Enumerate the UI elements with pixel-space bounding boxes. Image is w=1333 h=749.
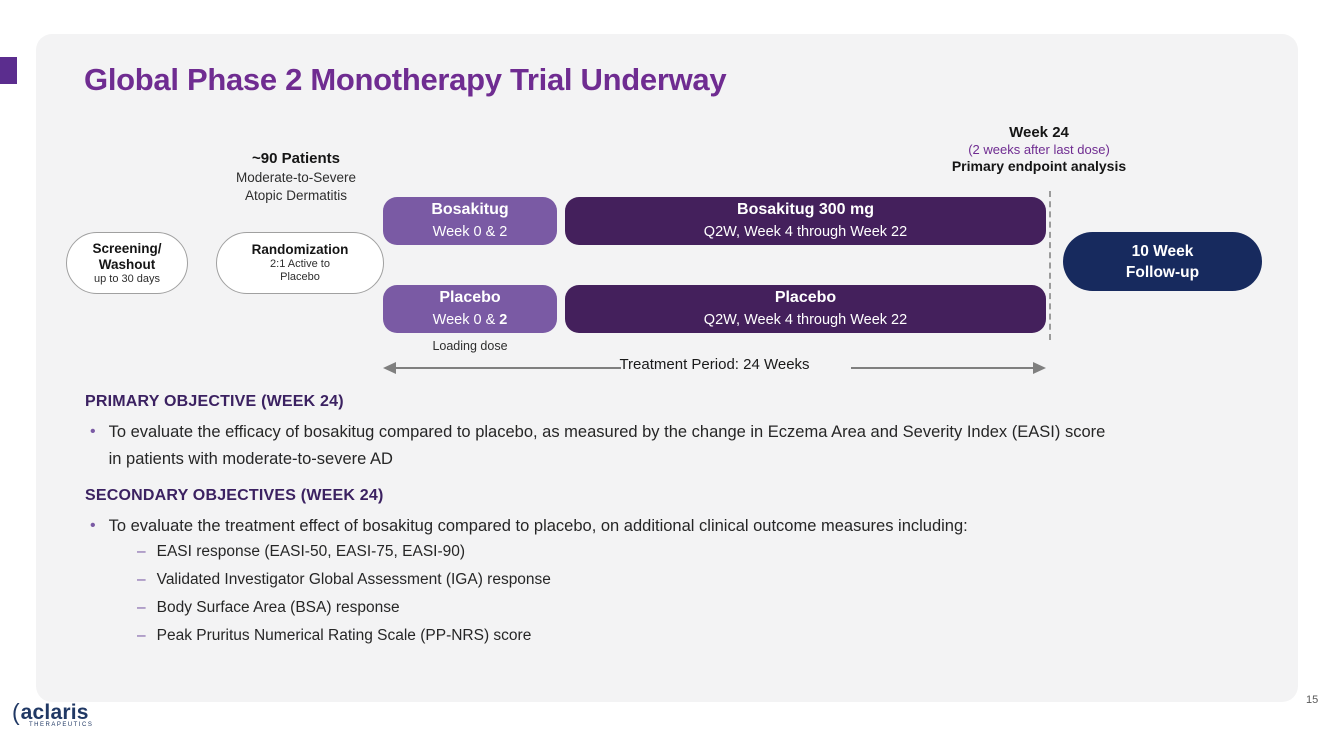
randomization-line1: Randomization bbox=[251, 242, 349, 257]
placebo-main-subtitle: Q2W, Week 4 through Week 22 bbox=[703, 312, 908, 328]
logo-text: aclaris bbox=[20, 701, 89, 724]
placebo-loading-box: Placebo Week 0 & 2 bbox=[383, 285, 557, 333]
week24-note: (2 weeks after last dose) bbox=[968, 142, 1110, 157]
patients-annotation: ~90 Patients Moderate-to-Severe Atopic D… bbox=[206, 150, 386, 205]
dash-icon bbox=[137, 542, 146, 561]
secondary-objective-bullet: To evaluate the treatment effect of bosa… bbox=[90, 513, 1109, 540]
bullet-icon bbox=[90, 419, 96, 445]
placebo-main-box: Placebo Q2W, Week 4 through Week 22 bbox=[565, 285, 1046, 333]
bosakitug-loading-box: Bosakitug Week 0 & 2 bbox=[383, 197, 557, 245]
bosakitug-main-title: Bosakitug 300 mg bbox=[737, 201, 874, 218]
sub-bullet-text: EASI response (EASI-50, EASI-75, EASI-90… bbox=[156, 543, 466, 560]
week24-analysis: Primary endpoint analysis bbox=[951, 158, 1127, 174]
bosakitug-loading-subtitle: Week 0 & 2 bbox=[432, 224, 508, 240]
logo-subtext: THERAPEUTICS bbox=[29, 722, 94, 728]
secondary-objectives-heading: SECONDARY OBJECTIVES (WEEK 24) bbox=[85, 487, 384, 504]
placebo-loading-subtitle: Week 0 & 2 bbox=[433, 309, 508, 332]
patients-desc-line2: Atopic Dermatitis bbox=[244, 188, 348, 203]
aclaris-logo-wordmark: ( aclaris bbox=[12, 701, 93, 725]
secondary-objective-text: To evaluate the treatment effect of bosa… bbox=[108, 517, 968, 535]
bosakitug-loading-title: Bosakitug bbox=[431, 201, 509, 218]
list-item: Validated Investigator Global Assessment… bbox=[137, 570, 551, 589]
primary-objective-text: To evaluate the efficacy of bosakitug co… bbox=[108, 423, 1106, 468]
loading-dose-label: Loading dose bbox=[432, 339, 508, 353]
list-item: EASI response (EASI-50, EASI-75, EASI-90… bbox=[137, 542, 551, 561]
followup-pill: 10 Week Follow-up bbox=[1063, 232, 1262, 291]
dash-icon bbox=[137, 570, 146, 589]
randomization-line2: 2:1 Active to bbox=[270, 258, 330, 270]
week24-title: Week 24 bbox=[1009, 124, 1069, 141]
bosakitug-main-subtitle: Q2W, Week 4 through Week 22 bbox=[703, 224, 908, 240]
secondary-sub-bullets: EASI response (EASI-50, EASI-75, EASI-90… bbox=[137, 542, 551, 654]
placebo-loading-subtitle-prefix: Week 0 & bbox=[432, 312, 500, 328]
placebo-loading-title: Placebo bbox=[439, 289, 501, 306]
followup-line1: 10 Week bbox=[1131, 242, 1194, 260]
sub-bullet-text: Peak Pruritus Numerical Rating Scale (PP… bbox=[156, 627, 532, 644]
arrow-right-icon bbox=[851, 362, 1046, 374]
slide-panel bbox=[36, 34, 1298, 702]
primary-objective-bullet: To evaluate the efficacy of bosakitug co… bbox=[90, 419, 1109, 473]
dash-icon bbox=[137, 598, 146, 617]
screening-line3: up to 30 days bbox=[93, 272, 161, 285]
placebo-main-title: Placebo bbox=[774, 289, 837, 306]
placebo-loading-subtitle-bold: 2 bbox=[499, 312, 508, 328]
week24-annotation: Week 24 (2 weeks after last dose) Primar… bbox=[918, 124, 1160, 174]
logo-arc-icon: ( bbox=[12, 699, 20, 725]
page-title: Global Phase 2 Monotherapy Trial Underwa… bbox=[84, 62, 727, 97]
randomization-pill: Randomization 2:1 Active to Placebo bbox=[216, 232, 384, 294]
sub-bullet-text: Body Surface Area (BSA) response bbox=[156, 599, 400, 616]
bullet-icon bbox=[90, 513, 96, 539]
patients-desc-line1: Moderate-to-Severe bbox=[235, 170, 357, 185]
treatment-period-label: Treatment Period: 24 Weeks bbox=[619, 356, 810, 373]
screening-line1: Screening/ bbox=[92, 240, 162, 256]
list-item: Peak Pruritus Numerical Rating Scale (PP… bbox=[137, 626, 551, 645]
followup-line2: Follow-up bbox=[1125, 263, 1200, 281]
randomization-line3: Placebo bbox=[280, 271, 320, 283]
list-item: Body Surface Area (BSA) response bbox=[137, 598, 551, 617]
dash-icon bbox=[137, 626, 146, 645]
aclaris-logo: ( aclaris THERAPEUTICS bbox=[12, 701, 94, 729]
treatment-period-arrows bbox=[383, 362, 1046, 374]
patients-count: ~90 Patients bbox=[252, 150, 340, 167]
screening-washout-pill: Screening/ Washout up to 30 days bbox=[66, 232, 188, 294]
accent-bar bbox=[0, 57, 17, 84]
week24-dashed-line bbox=[1049, 191, 1051, 340]
primary-objective-heading: PRIMARY OBJECTIVE (WEEK 24) bbox=[85, 393, 344, 410]
page-number: 15 bbox=[1306, 694, 1319, 706]
arrow-left-icon bbox=[383, 362, 621, 374]
screening-line2: Washout bbox=[98, 256, 156, 272]
bosakitug-main-box: Bosakitug 300 mg Q2W, Week 4 through Wee… bbox=[565, 197, 1046, 245]
sub-bullet-text: Validated Investigator Global Assessment… bbox=[156, 571, 551, 588]
